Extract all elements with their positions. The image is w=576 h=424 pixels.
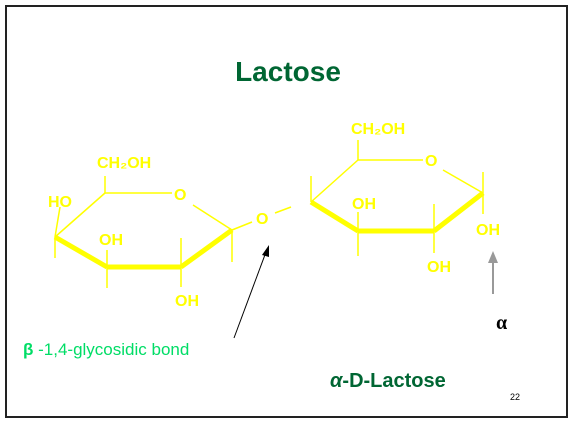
right-ring-bond-c3-c4 (309, 199, 360, 234)
right-ch2oh-label: CH₂OH (351, 121, 405, 138)
left-ch2oh-label: CH₂OH (97, 155, 151, 172)
left-ring-bond-c3-c4 (53, 234, 109, 270)
left-oh-upper-label: OH (99, 232, 123, 249)
bond-caption-text: -1,4-glycosidic bond (33, 340, 189, 359)
glycosidic-arrow-head (262, 245, 269, 257)
left-ho-bond (54, 206, 61, 238)
alpha-arrow-head (488, 251, 498, 263)
slide-number: 22 (510, 392, 520, 402)
molecule-name-prefix: α (330, 370, 344, 392)
left-ring-bond-o-c1 (192, 204, 233, 231)
glycosidic-oxygen: O (256, 211, 268, 228)
right-ring-bond-c4-c5 (310, 159, 359, 203)
glycosidic-bond-left (231, 221, 253, 231)
right-oh-lower-label: OH (427, 259, 451, 276)
right-ring-oxygen: O (425, 153, 437, 170)
right-ring (309, 140, 485, 256)
right-oh-inner-label: OH (352, 196, 376, 213)
molecule-name-rest: -D-Lactose (342, 370, 445, 392)
right-oh-anomeric-label: OH (476, 222, 500, 239)
molecule-name: α-D-Lactose (330, 370, 446, 392)
beta-symbol: β (23, 340, 33, 359)
slide-title: Lactose (235, 56, 341, 87)
glycosidic-bond-caption: β -1,4-glycosidic bond (23, 340, 189, 359)
left-oh-lower-label: OH (175, 293, 199, 310)
alpha-symbol: α (496, 312, 507, 334)
left-ho-label: HO (48, 194, 72, 211)
glycosidic-bond-arrow (233, 245, 269, 339)
alpha-arrow (488, 251, 498, 294)
left-ring-bond-c5-c4 (54, 192, 106, 238)
right-ring-bond-o-c1 (442, 169, 484, 194)
slide (5, 5, 568, 418)
right-ring-bond-c1-c2 (432, 191, 485, 233)
glycosidic-bond-right (274, 206, 292, 214)
left-ring (53, 176, 253, 288)
left-ring-oxygen: O (174, 187, 186, 204)
glycosidic-arrow-line (233, 251, 267, 339)
left-ring-bond-c1-c2 (179, 227, 234, 270)
